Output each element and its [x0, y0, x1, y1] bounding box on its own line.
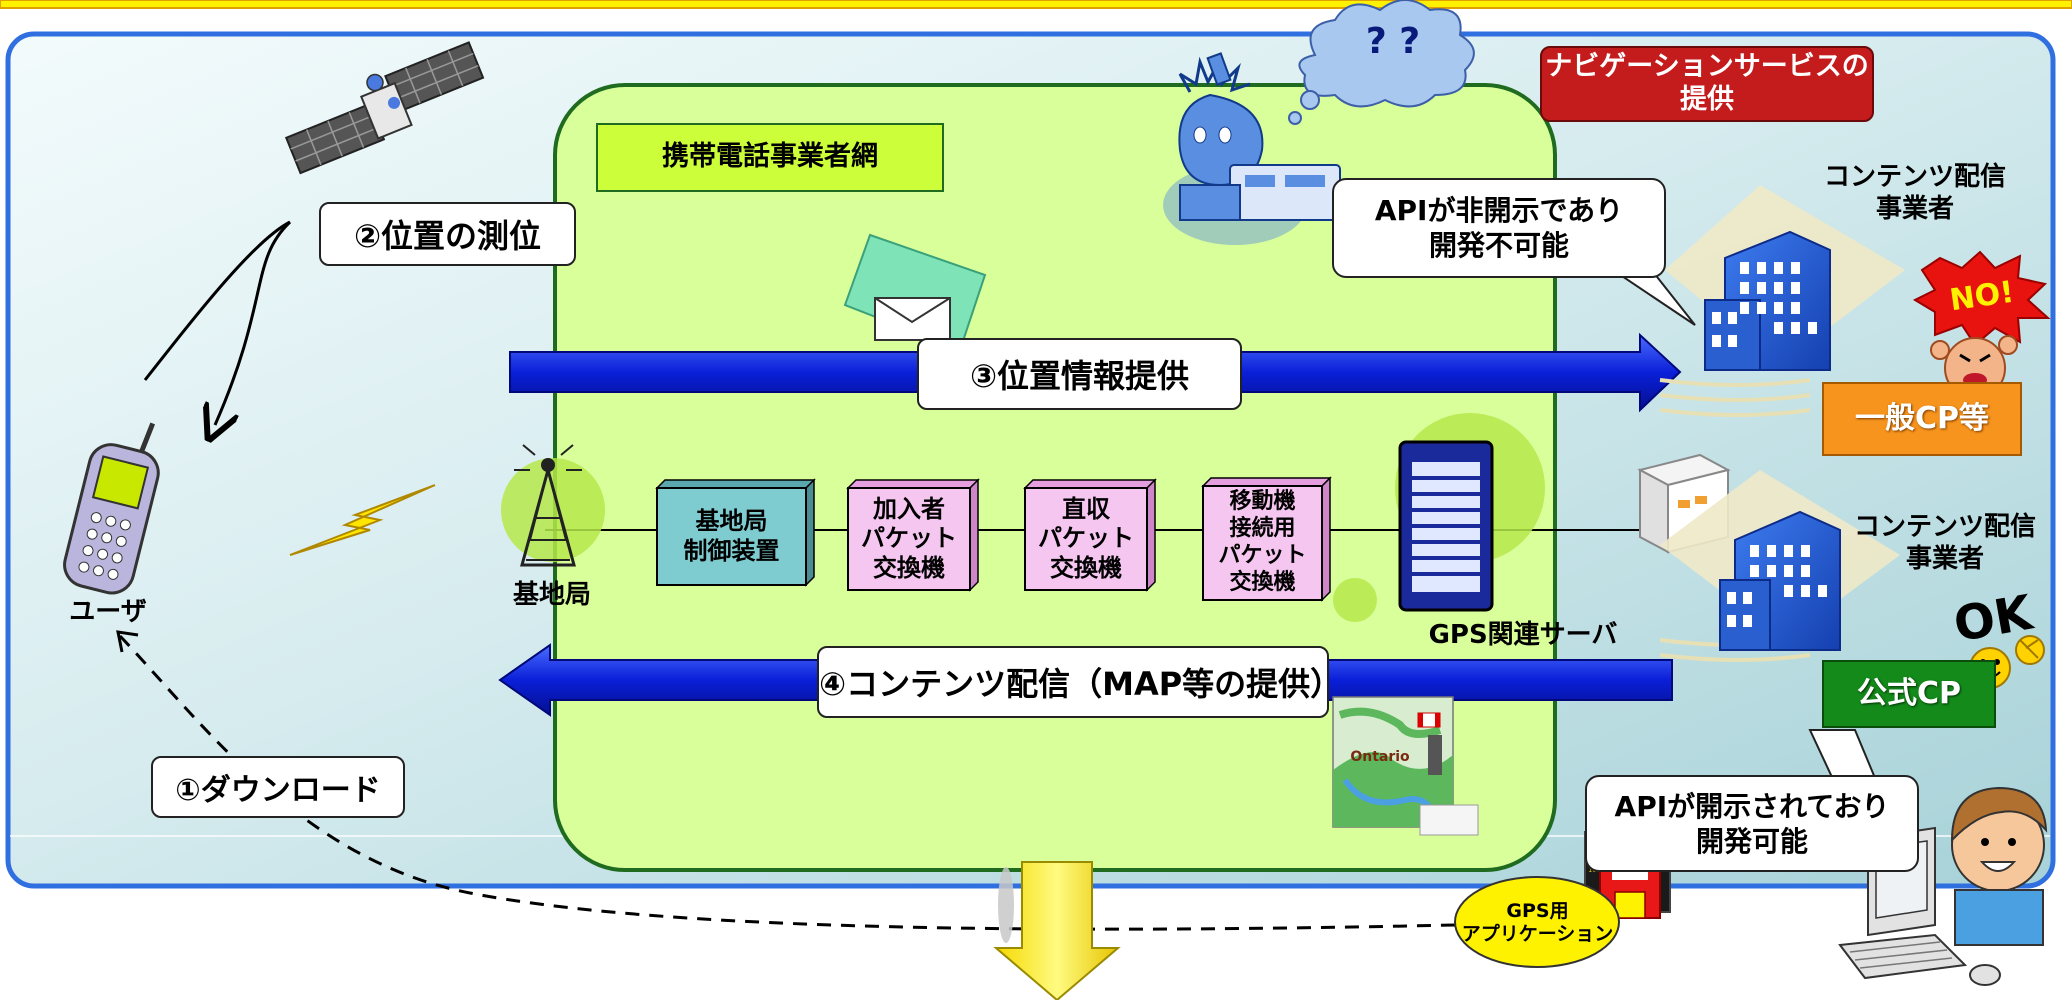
user-label: ユーザ — [69, 597, 147, 628]
top-banner-strip — [0, 0, 2072, 9]
building-icon-bottom — [1659, 470, 1900, 662]
navi-service-label: ナビゲーションサービスの提供 — [1540, 46, 1874, 122]
envelope-icon — [843, 233, 987, 352]
map-label: Ontario — [1350, 749, 1410, 766]
node-subscriber-packet-switch: 加入者 パケット 交換機 — [861, 495, 957, 582]
question-marks: ? ? — [1365, 21, 1421, 63]
node-boxes — [655, 476, 1332, 602]
building-icon-top — [1659, 185, 1905, 417]
api-open-bubble: APIが開示されており 開発可能 — [1585, 775, 1919, 872]
api-closed-bubble: APIが非開示であり 開発不可能 — [1332, 178, 1666, 278]
cp-bottom-title: コンテンツ配信 事業者 — [1853, 512, 2036, 574]
download-label: ①ダウンロード — [151, 756, 405, 818]
signal-arc-down — [215, 220, 292, 425]
phone-icon — [63, 422, 160, 595]
cp-top-title: コンテンツ配信 事業者 — [1823, 162, 2006, 224]
node-base-station-controller: 基地局 制御装置 — [683, 507, 780, 565]
thought-cloud-icon — [1288, 0, 1475, 125]
gps-app-label: GPS用 アプリケーション — [1461, 899, 1614, 945]
location-info-label: ③位置情報提供 — [917, 338, 1242, 410]
general-cp-badge: 一般CP等 — [1822, 382, 2022, 456]
content-delivery-label: ④コンテンツ配信（MAP等の提供） — [817, 646, 1342, 718]
download-arrow-icon — [993, 861, 1121, 1000]
satellite-icon — [284, 41, 485, 175]
official-cp-badge: 公式CP — [1822, 660, 1996, 728]
node-mobile-connection-packet-switch: 移動機 接続用 パケット 交換機 — [1218, 489, 1307, 595]
base-station-label: 基地局 — [512, 580, 591, 611]
lightning-icon — [289, 484, 436, 556]
map-icon — [1332, 696, 1479, 836]
server-rack-icon — [1333, 413, 1545, 622]
confused-person-icon — [1163, 52, 1341, 245]
positioning-label: ②位置の測位 — [319, 202, 576, 266]
antenna-tower-icon — [501, 444, 605, 567]
gps-app-bubble — [1454, 876, 1620, 968]
gps-server-label: GPS関連サーバ — [1428, 620, 1618, 651]
node-direct-packet-switch: 直収 パケット 交換機 — [1038, 495, 1134, 582]
download-dashed-path — [118, 634, 1456, 931]
carrier-network-label: 携帯電話事業者網 — [596, 123, 944, 192]
signal-arc-up — [143, 220, 291, 381]
